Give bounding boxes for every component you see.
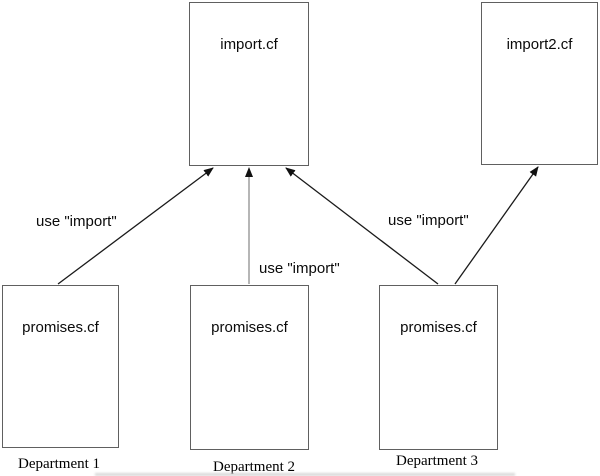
arrow-dept1-promises-to-import bbox=[57, 167, 214, 285]
use-import-label-dept2: use "import" bbox=[259, 260, 340, 277]
department-1-label: Department 1 bbox=[18, 456, 101, 472]
import-cf-label: import.cf bbox=[220, 36, 278, 53]
use-import-label-dept1: use "import" bbox=[36, 213, 117, 230]
cropped-caption-artifact bbox=[95, 473, 515, 476]
promises-cf-label-dept3: promises.cf bbox=[400, 319, 477, 336]
promises-cf-box-dept1: promises.cf bbox=[2, 285, 119, 448]
promises-cf-label-dept1: promises.cf bbox=[22, 319, 99, 336]
promises-cf-box-dept2: promises.cf bbox=[190, 285, 309, 450]
arrow-dept3-promises-to-import2 bbox=[454, 166, 539, 285]
department-3-label: Department 3 bbox=[396, 453, 479, 469]
arrow-dept3-promises-to-import bbox=[285, 167, 439, 285]
promises-cf-box-dept3: promises.cf bbox=[379, 285, 498, 450]
import2-cf-label: import2.cf bbox=[506, 36, 573, 53]
department-2-label: Department 2 bbox=[213, 459, 296, 475]
use-import-label-dept3: use "import" bbox=[388, 212, 469, 229]
import2-cf-box: import2.cf bbox=[481, 2, 598, 165]
import-cf-box: import.cf bbox=[189, 2, 309, 166]
promises-cf-label-dept2: promises.cf bbox=[211, 319, 288, 336]
